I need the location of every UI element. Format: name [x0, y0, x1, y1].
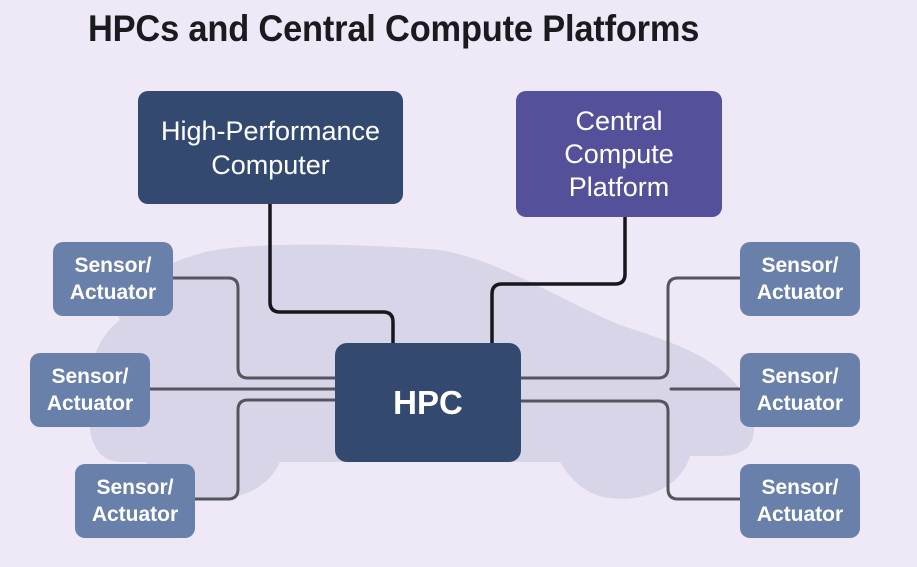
- diagram-title: HPCs and Central Compute Platforms: [88, 8, 700, 49]
- hpc-box: HPC: [335, 343, 521, 462]
- sensor-actuator-left-3: Sensor/ Actuator: [75, 464, 195, 538]
- sensor-actuator-right-3: Sensor/ Actuator: [740, 464, 860, 538]
- sensor-actuator-right-2: Sensor/ Actuator: [740, 353, 860, 427]
- high-performance-computer-box: High-Performance Computer: [138, 91, 403, 204]
- sensor-actuator-right-1: Sensor/ Actuator: [740, 242, 860, 316]
- connector-sensor-left-3: [193, 398, 337, 501]
- central-compute-platform-box: Central Compute Platform: [516, 91, 722, 217]
- connector-ccp-to-hpc: [490, 215, 627, 345]
- sensor-actuator-left-2: Sensor/ Actuator: [30, 353, 150, 427]
- sensor-actuator-left-1: Sensor/ Actuator: [53, 242, 173, 316]
- connector-sensor-right-1: [519, 276, 743, 380]
- connector-hp-to-hpc: [268, 202, 395, 345]
- connector-sensor-right-3: [519, 399, 743, 501]
- connector-sensor-left-1: [170, 276, 337, 380]
